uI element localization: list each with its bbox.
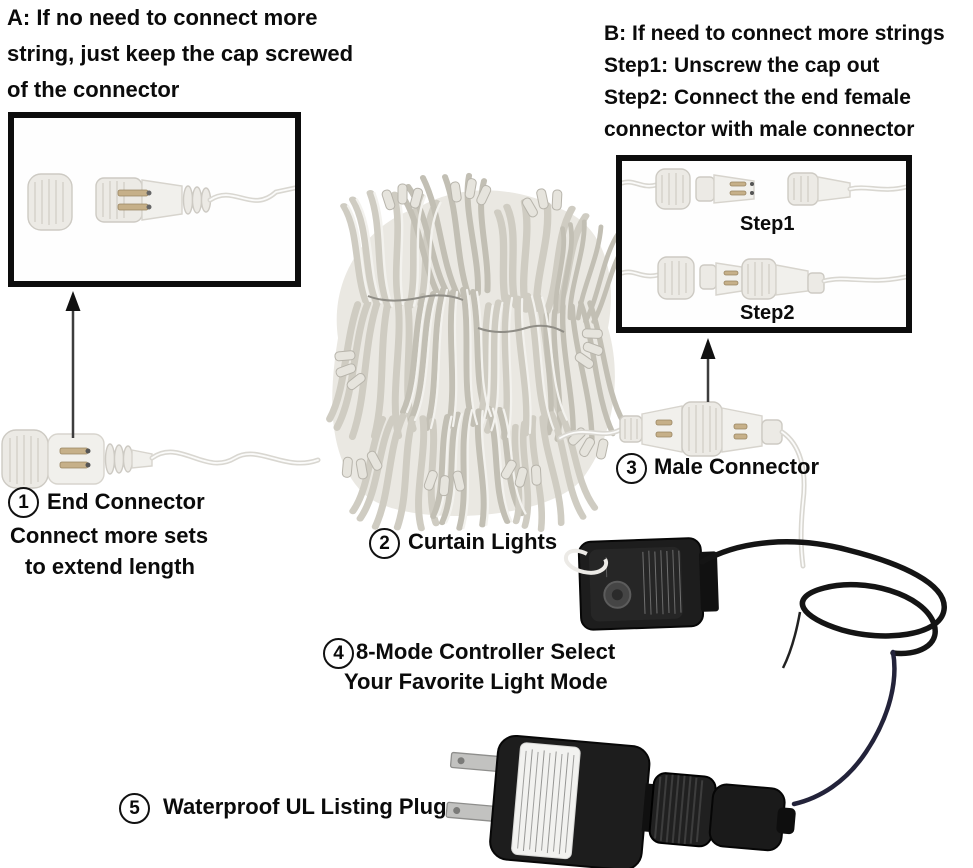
callout-2-label: Curtain Lights [408, 529, 558, 554]
callout-3-number: 3 [616, 453, 647, 484]
instruction-b-line4: connector with male connector [604, 118, 915, 141]
callout-3-label: Male Connector [654, 454, 820, 479]
end-connector-photo [1, 429, 321, 489]
callout-3-digit: 3 [626, 457, 637, 479]
curtain-lights-photo [328, 170, 630, 534]
tie-wire [477, 324, 565, 333]
instruction-b-line2: Step1: Unscrew the cap out [604, 54, 880, 77]
callout-1-label: End Connector [47, 489, 205, 514]
connection-steps-inset-box: Step1 Step2 [616, 155, 912, 333]
callout-5-digit: 5 [129, 797, 140, 819]
clear-wire-loop [563, 548, 609, 575]
instruction-a-line1: A: If no need to connect more [7, 5, 318, 30]
callout-5-number: 5 [119, 793, 150, 824]
connecting-wire [557, 427, 623, 441]
callout-4-digit: 4 [333, 642, 344, 664]
up-arrow-icon-left [65, 291, 81, 438]
instruction-text-a: A: If no need to connect more string, ju… [7, 0, 353, 108]
callout-1-number: 1 [8, 487, 39, 518]
power-plug-photo [445, 734, 796, 868]
cap-connector-inset-box [8, 112, 301, 287]
tie-wire [367, 294, 464, 302]
callout-4-number: 4 [323, 638, 354, 669]
male-connector-photo [619, 401, 807, 569]
callout-4-desc-line1: Your Favorite Light Mode [344, 669, 608, 694]
callout-2-number: 2 [369, 528, 400, 559]
callout-1-digit: 1 [18, 491, 29, 513]
power-cord [699, 539, 947, 807]
instruction-a-line2: string, just keep the cap screwed [7, 41, 354, 66]
callout-1-desc-line1: Connect more sets [10, 523, 209, 548]
mode-controller-photo [563, 537, 719, 631]
callout-2-digit: 2 [379, 532, 390, 554]
callout-1-desc-line2: to extend length [25, 554, 195, 579]
instruction-a-line3: of the connector [7, 77, 180, 102]
up-arrow-icon-right [700, 338, 716, 402]
connection-steps-illustration [619, 168, 909, 300]
plug-head [708, 783, 786, 852]
step1-label: Step1 [740, 213, 795, 235]
cap-connector-illustration [27, 173, 298, 231]
instruction-text-b: B: If need to connect more strings Step1… [604, 18, 945, 146]
instruction-b-line3: Step2: Connect the end female [604, 86, 911, 109]
instruction-b-line1: B: If need to connect more strings [604, 22, 945, 45]
step2-label: Step2 [740, 302, 795, 324]
callout-4-label: 8-Mode Controller Select [356, 639, 616, 664]
callout-5-label: Waterproof UL Listing Plug [163, 794, 447, 819]
